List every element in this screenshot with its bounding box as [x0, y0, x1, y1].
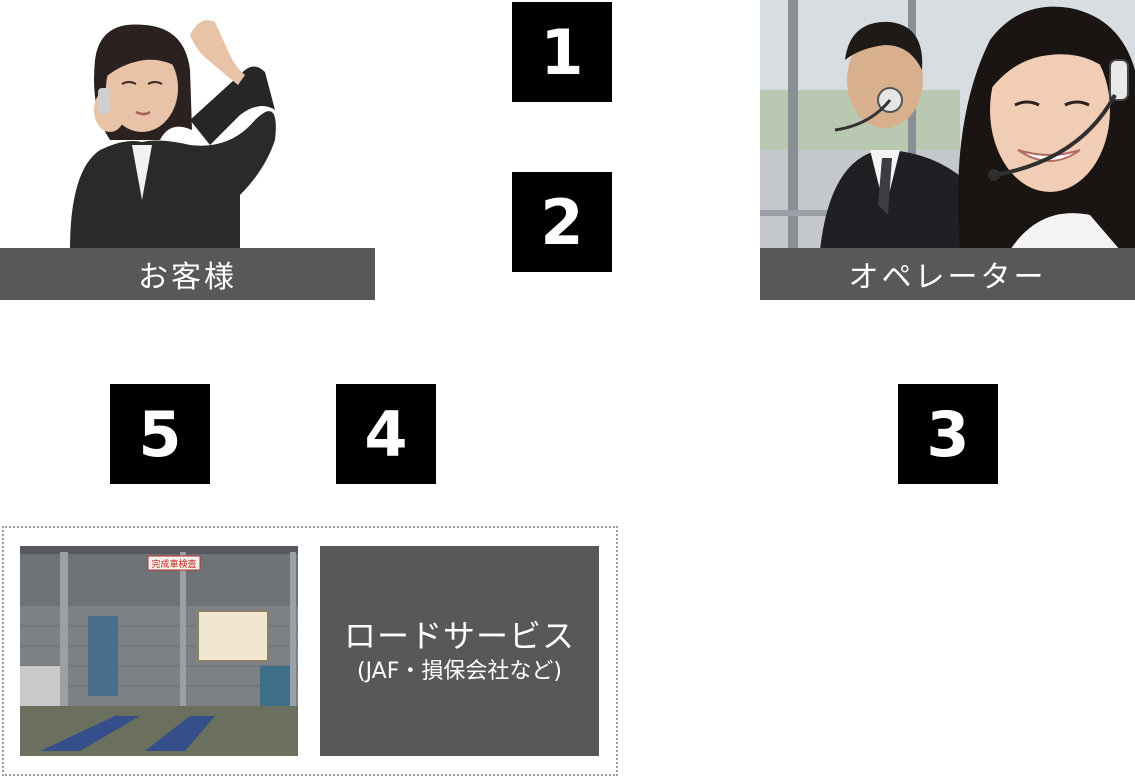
operator-photo [760, 0, 1135, 250]
garage-sign-text: 完成車検査 [151, 558, 196, 570]
step-2-box: 2 [512, 172, 612, 272]
step-1-box: 1 [512, 2, 612, 102]
road-service-subtitle: (JAF・損保会社など) [357, 659, 562, 685]
garage-photo: 完成車検査 [20, 546, 298, 756]
operator-label: オペレーター [760, 248, 1135, 300]
step-5-box: 5 [110, 384, 210, 484]
customer-photo [40, 0, 310, 250]
step-4-box: 4 [336, 384, 436, 484]
customer-label: お客様 [0, 248, 375, 300]
road-service-title: ロードサービス [344, 617, 575, 655]
road-service-box: ロードサービス (JAF・損保会社など) [320, 546, 599, 756]
step-3-box: 3 [898, 384, 998, 484]
